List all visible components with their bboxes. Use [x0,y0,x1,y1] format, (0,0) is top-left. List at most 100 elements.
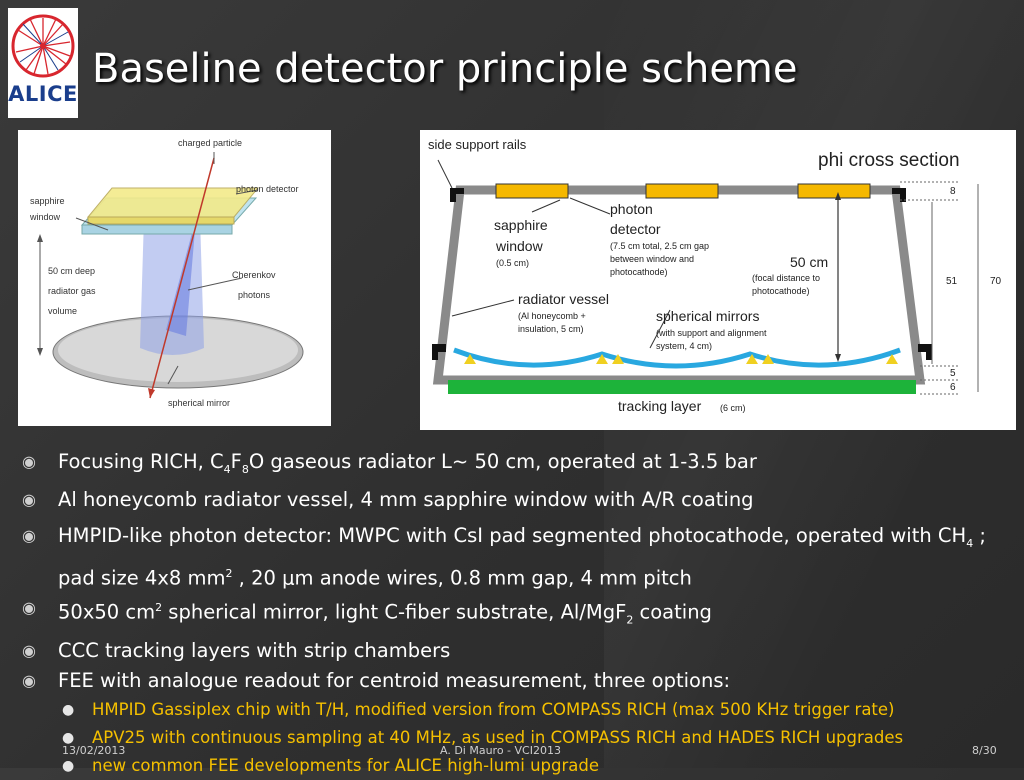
label-focal: 50 cm [790,254,828,270]
focal-arrow-bottom [835,354,841,362]
label-window: window [29,212,61,222]
charged-particle-track [149,157,215,399]
dim-label-70: 70 [990,276,1002,287]
rail-top-right [892,188,906,202]
leader-cherenkov [187,277,243,291]
label-phi-cross-section: phi cross section [818,150,960,171]
detector-strip-2 [645,183,719,199]
bullet-marker-icon: ◉ [22,452,36,471]
dim-label-6: 6 [950,382,956,393]
mirror-support-4 [746,354,758,364]
label-radiator-1: 50 cm deep [48,266,95,276]
focal-arrow-top [835,192,841,200]
mirror-support-6 [886,354,898,364]
leader-photon-detector [235,189,259,195]
label-spherical-mirror: spherical mirror [168,398,230,408]
label-sapphire: sapphire [494,217,548,233]
label-photons: photons [238,290,271,300]
cross-section-diagram: side support rails phi cross section sap… [420,130,1016,430]
dim-label-8: 8 [950,186,956,197]
photon-detector-shape [86,187,260,218]
bullet-list: ◉ Focusing RICH, C4F8O gaseous radiator … [22,447,1012,780]
label-sapphire: sapphire [30,196,65,206]
leader-sapphire [75,217,109,231]
leader-vessel [451,299,515,317]
label-side-support-rails: side support rails [428,137,527,152]
mirror-support-3 [612,354,624,364]
label-mirrors-sub2: system, 4 cm) [656,341,712,351]
sub-bullet-icon: ● [62,729,75,746]
label-mirrors-sub1: (with support and alignment [656,328,767,338]
label-charged-particle: charged particle [178,138,242,148]
bullet-photon-detector: ◉ HMPID-like photon detector: MWPC with … [22,521,1012,593]
sapphire-window-edge [81,224,233,235]
label-radiator-2: radiator gas [48,286,96,296]
photon-detector-edge [87,216,235,225]
label-vessel-sub1: (Al honeycomb + [518,311,586,321]
bullet-marker-icon: ◉ [22,670,36,690]
mirror-support-2 [596,354,608,364]
label-window: window [495,238,544,254]
logo-text: ALICE [8,82,78,106]
cross-section-svg: side support rails phi cross section sap… [428,137,1002,414]
label-detector-sub1: (7.5 cm total, 2.5 cm gap [610,241,709,251]
bullet-marker-icon: ◉ [22,525,36,545]
radiator-column [140,218,204,355]
leader-mirrors [649,309,671,349]
label-detector-sub2: between window and [610,254,694,264]
label-detector: detector [610,221,661,237]
detector-strip-1 [495,183,569,199]
label-photon: photon [610,201,653,217]
fee-options-list: ●HMPID Gassiplex chip with T/H, modified… [58,696,1012,780]
bullet-marker-icon: ◉ [22,640,36,660]
bullet-tracking: ◉ CCC tracking layers with strip chamber… [22,636,1012,666]
mirror-support-5 [762,354,774,364]
footer-date: 13/02/2013 [62,744,126,757]
label-tracking-layer: tracking layer [618,398,702,414]
label-photon-detector: photon detector [236,184,299,194]
alice-logo-starburst [11,14,75,78]
fee-option: ●APV25 with continuous sampling at 40 MH… [58,724,1012,752]
tracking-layer-shape [448,380,916,394]
detector-strip-3 [797,183,871,199]
dim-label-5: 5 [950,368,956,379]
label-radiator-3: volume [48,306,77,316]
footer-page-number: 8/30 [972,744,997,757]
leader-photon-detector [569,197,611,215]
label-spherical-mirrors: spherical mirrors [656,308,759,324]
bullet-marker-icon: ◉ [22,489,36,509]
rail-bottom-right [918,344,932,360]
spherical-mirrors-shape [453,347,901,369]
footer-author: A. Di Mauro - VCI2013 [440,744,561,757]
label-vessel-sub2: insulation, 5 cm) [518,324,584,334]
label-detector-sub3: photocathode) [610,267,668,277]
rail-top-left [450,188,464,202]
label-window-sub: (0.5 cm) [496,258,529,268]
fee-option: ●HMPID Gassiplex chip with T/H, modified… [58,696,1012,724]
label-cherenkov: Cherenkov [232,270,276,280]
dim-label-51: 51 [946,276,958,287]
bullet-vessel: ◉ Al honeycomb radiator vessel, 4 mm sap… [22,485,1012,515]
principle-diagram-svg: charged particle photon detector sapphir… [29,138,304,408]
alice-logo: ALICE [8,8,78,118]
mirror-support-1 [464,354,476,364]
bullet-marker-icon: ◉ [22,598,36,618]
depth-arrow-bottom [37,348,43,356]
label-radiator-vessel: radiator vessel [518,291,609,307]
principle-diagram: charged particle photon detector sapphir… [18,130,331,426]
track-arrowhead [148,388,155,398]
cherenkov-cone [166,218,196,336]
bullet-mirror: ◉ 50x50 cm2 spherical mirror, light C-fi… [22,593,1012,635]
leader-sapphire-window [531,199,561,213]
bullet-fee: ◉ FEE with analogue readout for centroid… [22,666,1012,780]
leader-rails [437,159,453,189]
sub-bullet-icon: ● [62,701,75,718]
rail-bottom-left [432,344,446,360]
label-focal-sub1: (focal distance to [752,273,820,283]
label-tracking-sub: (6 cm) [720,403,746,413]
label-focal-sub2: photocathode) [752,286,810,296]
bullet-rich: ◉ Focusing RICH, C4F8O gaseous radiator … [22,447,1012,485]
leader-mirror [167,365,179,385]
slide-title: Baseline detector principle scheme [92,46,798,92]
depth-arrow-top [37,234,43,242]
